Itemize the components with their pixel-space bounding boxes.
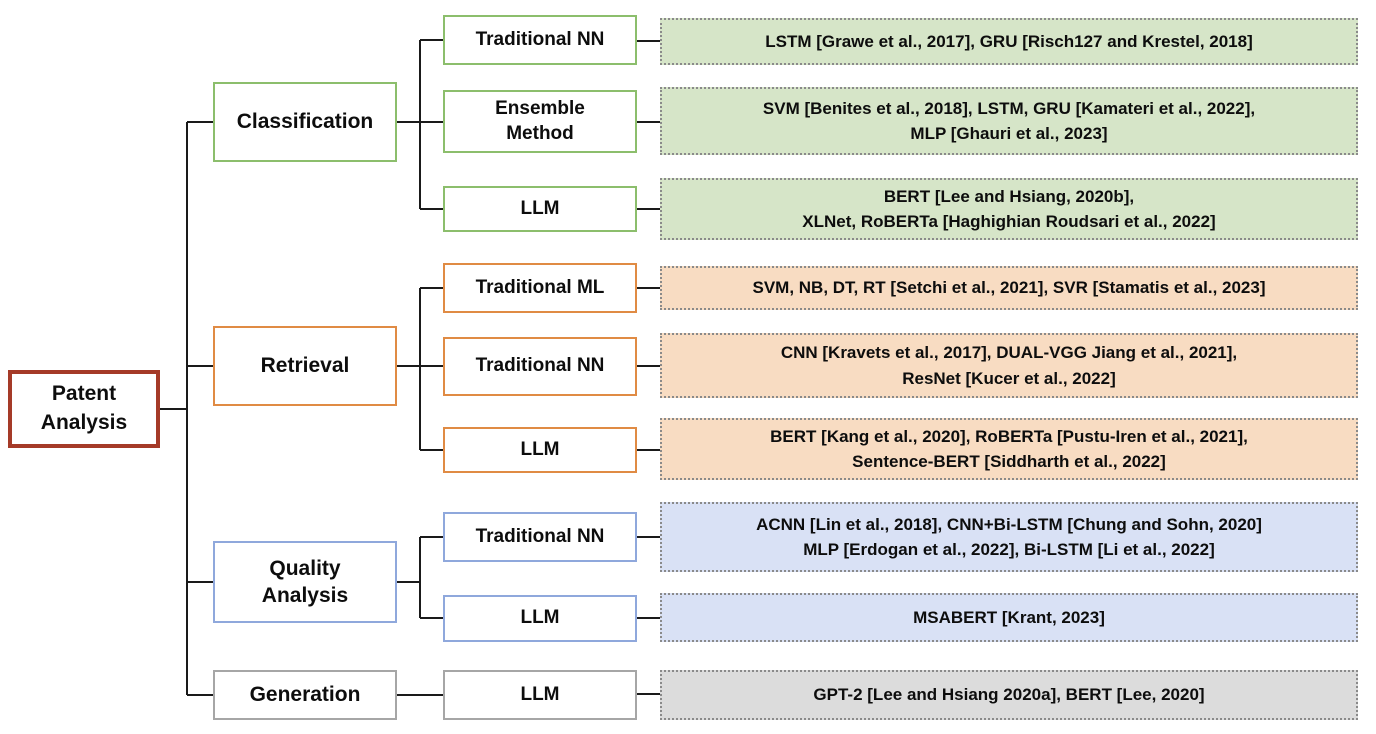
- leaf-node-classification-ensemble-works: SVM [Benites et al., 2018], LSTM, GRU [K…: [660, 87, 1358, 155]
- category-node-generation: Generation: [213, 670, 397, 720]
- leaf-node-retrieval-traditional-ml-works: SVM, NB, DT, RT [Setchi et al., 2021], S…: [660, 266, 1358, 310]
- root-node-patent-analysis: Patent Analysis: [8, 370, 160, 448]
- method-node-generation-llm: LLM: [443, 670, 637, 720]
- leaf-node-retrieval-llm-works: BERT [Kang et al., 2020], RoBERTa [Pustu…: [660, 418, 1358, 480]
- method-node-classification-traditional-nn: Traditional NN: [443, 15, 637, 65]
- leaf-node-quality-llm-works: MSABERT [Krant, 2023]: [660, 593, 1358, 642]
- method-node-retrieval-traditional-ml: Traditional ML: [443, 263, 637, 313]
- method-node-retrieval-traditional-nn: Traditional NN: [443, 337, 637, 396]
- method-node-classification-ensemble-method: Ensemble Method: [443, 90, 637, 153]
- leaf-node-retrieval-traditional-nn-works: CNN [Kravets et al., 2017], DUAL-VGG Jia…: [660, 333, 1358, 398]
- category-node-retrieval: Retrieval: [213, 326, 397, 406]
- leaf-node-classification-llm-works: BERT [Lee and Hsiang, 2020b], XLNet, RoB…: [660, 178, 1358, 240]
- method-node-classification-llm: LLM: [443, 186, 637, 232]
- method-node-quality-traditional-nn: Traditional NN: [443, 512, 637, 562]
- leaf-node-quality-traditional-nn-works: ACNN [Lin et al., 2018], CNN+Bi-LSTM [Ch…: [660, 502, 1358, 572]
- category-node-quality-analysis: Quality Analysis: [213, 541, 397, 623]
- method-node-quality-llm: LLM: [443, 595, 637, 642]
- category-node-classification: Classification: [213, 82, 397, 162]
- leaf-node-classification-traditional-nn-works: LSTM [Grawe et al., 2017], GRU [Risch127…: [660, 18, 1358, 65]
- leaf-node-generation-llm-works: GPT-2 [Lee and Hsiang 2020a], BERT [Lee,…: [660, 670, 1358, 720]
- method-node-retrieval-llm: LLM: [443, 427, 637, 473]
